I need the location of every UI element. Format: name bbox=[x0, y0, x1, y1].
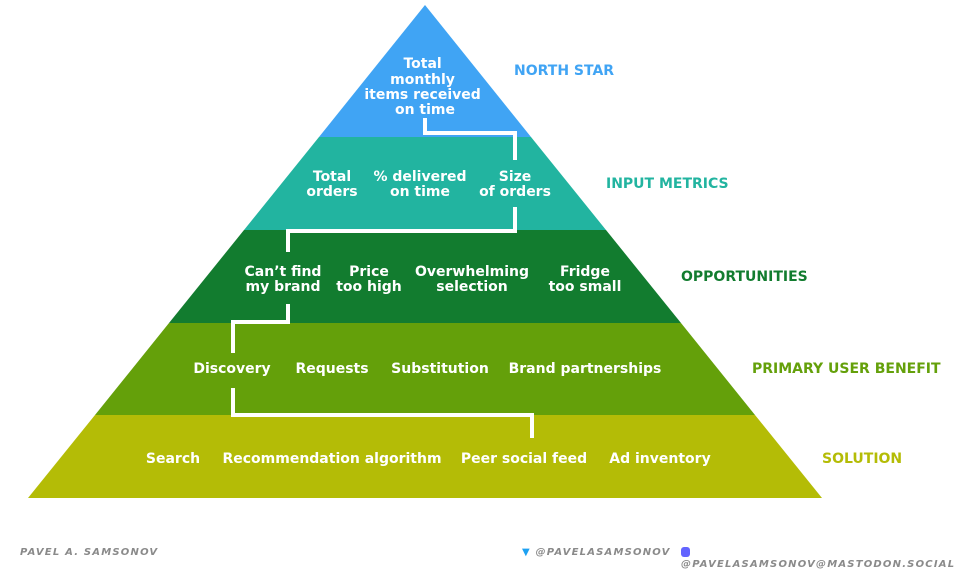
tier-opportunities bbox=[169, 230, 681, 323]
benefit: Discovery bbox=[193, 361, 270, 377]
solution: Search bbox=[146, 451, 200, 467]
tier-label-input-metrics: INPUT METRICS bbox=[606, 176, 729, 192]
mastodon-handle[interactable]: @PAVELASAMSONOV@MASTODON.SOCIAL bbox=[681, 547, 955, 570]
benefit: Brand partnerships bbox=[509, 361, 662, 377]
tier-north-star bbox=[319, 5, 531, 137]
tier-input-metrics bbox=[244, 137, 606, 230]
author-credit: PAVEL A. SAMSONOV bbox=[20, 547, 159, 558]
mastodon-icon bbox=[681, 547, 690, 557]
solution: Peer social feed bbox=[461, 451, 587, 467]
north-star-metric: Total monthly items received on time bbox=[364, 56, 485, 118]
twitter-bird-icon: ▼ bbox=[522, 547, 531, 558]
connector-path bbox=[231, 118, 534, 438]
solution: Ad inventory bbox=[609, 451, 710, 467]
tier-label-primary-user-benefit: PRIMARY USER BENEFIT bbox=[752, 361, 941, 377]
tier-label-opportunities: OPPORTUNITIES bbox=[681, 269, 808, 285]
tier-solution bbox=[28, 415, 822, 498]
twitter-handle[interactable]: ▼ @PAVELASAMSONOV bbox=[522, 547, 671, 558]
benefit: Requests bbox=[295, 361, 368, 377]
tier-label-solution: SOLUTION bbox=[822, 451, 902, 467]
tier-label-north-star: NORTH STAR bbox=[514, 63, 614, 79]
solution: Recommendation algorithm bbox=[222, 451, 441, 467]
benefit: Substitution bbox=[391, 361, 489, 377]
tier-primary-user-benefit bbox=[95, 323, 755, 415]
